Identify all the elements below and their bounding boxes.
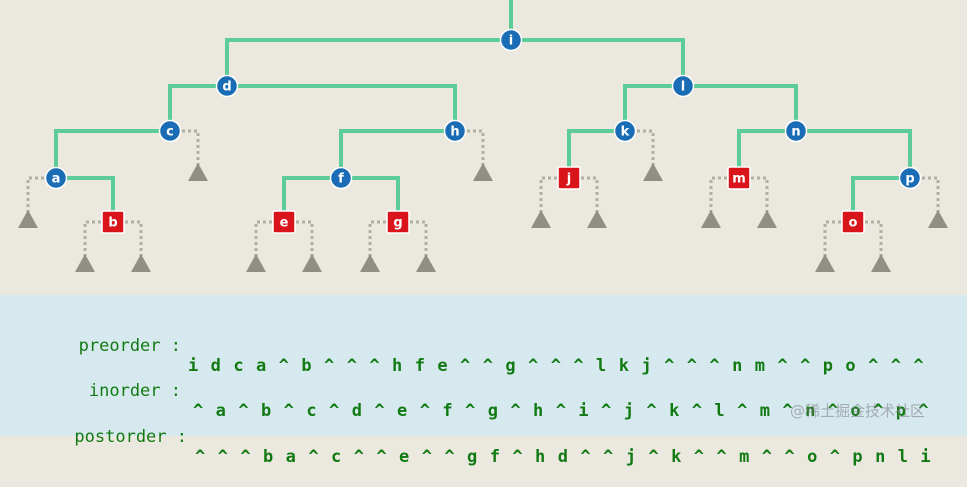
edge-c-a xyxy=(54,129,170,178)
node-label-m: m xyxy=(732,172,746,187)
null-edge-m-L xyxy=(709,176,739,212)
null-marker-m-L xyxy=(701,210,721,228)
node-label-e: e xyxy=(280,216,289,231)
tree-node-a xyxy=(44,166,68,190)
tree-node-c xyxy=(158,119,182,143)
tree-node-n xyxy=(784,119,808,143)
null-marker-e-R xyxy=(302,254,322,272)
leaf-node-j xyxy=(557,166,581,190)
node-label-l: l xyxy=(681,80,685,95)
binary-tree-svg: i d l c h k n a f p b e g j m o xyxy=(18,0,948,272)
null-edge-o-R xyxy=(853,220,883,256)
null-marker-e-L xyxy=(246,254,266,272)
leaf-node-e xyxy=(272,210,296,234)
edge-l-k xyxy=(623,84,683,131)
node-label-a: a xyxy=(52,172,61,187)
tree-node-p xyxy=(898,166,922,190)
tree-diagram: i d l c h k n a f p b e g j m o xyxy=(18,0,948,272)
edge-a-b xyxy=(56,176,115,222)
watermark: @稀土掘金技术社区 xyxy=(790,402,926,420)
edge-p-o xyxy=(851,176,910,222)
tree-node-f xyxy=(329,166,353,190)
tree-node-i xyxy=(499,28,523,52)
node-label-o: o xyxy=(849,216,858,231)
edge-d-h xyxy=(227,84,457,131)
null-edge-m-R xyxy=(739,176,769,212)
null-marker-o-R xyxy=(871,254,891,272)
edge-k-j xyxy=(567,129,625,178)
leaf-node-o xyxy=(841,210,865,234)
null-marker-j-L xyxy=(531,210,551,228)
node-label-g: g xyxy=(393,216,402,231)
null-marker-h-R xyxy=(473,163,493,181)
node-label-f: f xyxy=(338,172,344,187)
node-label-b: b xyxy=(108,216,117,231)
node-label-h: h xyxy=(450,125,459,140)
leaf-node-g xyxy=(386,210,410,234)
null-edge-b-R xyxy=(113,220,143,256)
edge-i-d xyxy=(225,38,511,86)
edge-f-g xyxy=(341,176,400,222)
node-label-j: j xyxy=(566,172,571,187)
null-marker-k-R xyxy=(643,163,663,181)
null-edge-c-R xyxy=(170,129,200,165)
null-marker-j-R xyxy=(587,210,607,228)
inorder-row: inorder : ^ a ^ b ^ c ^ d ^ e ^ f ^ g ^ … xyxy=(0,361,967,441)
null-edge-g-L xyxy=(368,220,398,256)
tree-node-h xyxy=(443,119,467,143)
node-label-c: c xyxy=(166,125,174,140)
null-marker-m-R xyxy=(757,210,777,228)
edge-i-l xyxy=(511,38,685,86)
null-edge-j-L xyxy=(539,176,569,212)
null-edge-j-R xyxy=(569,176,599,212)
null-edge-k-R xyxy=(625,129,655,165)
null-edge-g-R xyxy=(398,220,428,256)
postorder-sequence: ^ ^ ^ b a ^ c ^ ^ e ^ ^ g f ^ h d ^ ^ j … xyxy=(195,447,932,467)
postorder-label: postorder : xyxy=(74,427,187,447)
null-marker-c-R xyxy=(188,163,208,181)
edge-n-p xyxy=(796,129,912,178)
edge-n-m xyxy=(737,129,796,178)
edge-l-n xyxy=(683,84,798,131)
tree-node-l xyxy=(671,74,695,98)
leaf-node-m xyxy=(727,166,751,190)
null-edge-e-R xyxy=(284,220,314,256)
node-label-k: k xyxy=(621,125,630,140)
node-label-p: p xyxy=(905,172,914,187)
edge-d-c xyxy=(168,84,227,131)
tree-node-k xyxy=(613,119,637,143)
null-edge-h-R xyxy=(455,129,485,165)
edge-h-f xyxy=(339,129,455,178)
null-marker-o-L xyxy=(815,254,835,272)
null-edge-o-L xyxy=(823,220,853,256)
null-marker-b-L xyxy=(75,254,95,272)
preorder-label: preorder : xyxy=(78,336,181,356)
inorder-sequence: ^ a ^ b ^ c ^ d ^ e ^ f ^ g ^ h ^ i ^ j … xyxy=(193,401,930,421)
null-edge-e-L xyxy=(254,220,284,256)
null-edge-a-L xyxy=(26,176,56,212)
inorder-label: inorder : xyxy=(88,381,181,401)
null-marker-g-L xyxy=(360,254,380,272)
edge-f-e xyxy=(282,176,341,222)
leaf-node-b xyxy=(101,210,125,234)
null-edge-b-L xyxy=(83,220,113,256)
null-marker-g-R xyxy=(416,254,436,272)
preorder-row: preorder : i d c a ^ b ^ ^ ^ h f e ^ ^ g… xyxy=(0,316,967,396)
null-marker-a-L xyxy=(18,210,38,228)
null-edge-p-R xyxy=(910,176,940,212)
node-label-n: n xyxy=(791,125,800,140)
node-label-i: i xyxy=(509,34,513,49)
node-label-d: d xyxy=(222,80,231,95)
preorder-sequence: i d c a ^ b ^ ^ ^ h f e ^ ^ g ^ ^ ^ l k … xyxy=(188,356,925,376)
null-marker-p-R xyxy=(928,210,948,228)
null-marker-b-R xyxy=(131,254,151,272)
tree-node-d xyxy=(215,74,239,98)
